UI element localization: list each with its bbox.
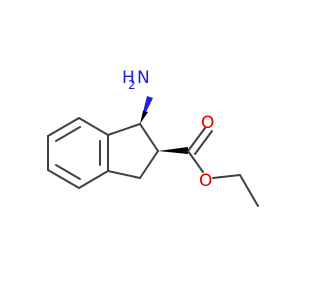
bond-ester-oxygen-ch2 xyxy=(212,174,241,179)
bond-carbonyl-1 xyxy=(187,127,206,152)
carbonyl-group xyxy=(187,127,213,155)
ester-oxygen-label: O xyxy=(199,171,212,191)
amine-hydrogen-label: H xyxy=(122,68,135,88)
bond-carbonyl-ester-oxygen xyxy=(187,150,204,173)
bond-ring-c6-c1 xyxy=(78,117,109,136)
bond-c6-c1prime xyxy=(107,123,141,136)
molecule-structure-diagram: H N 2 O O xyxy=(47,68,259,207)
amine-label: H N 2 xyxy=(122,68,150,92)
wedge-bond-carboxyl xyxy=(158,147,188,154)
bond-c2prime-c3prime xyxy=(139,150,159,179)
bond-ring-inner-2 xyxy=(55,164,81,180)
bond-ch2-ch3 xyxy=(239,174,259,207)
wedge-bond-amine-base xyxy=(140,111,148,124)
bond-carbonyl-2 xyxy=(194,130,213,155)
bond-ring-c1-c2 xyxy=(47,117,80,137)
bond-ring-inner-1 xyxy=(55,126,81,142)
cyclopentane-ring xyxy=(107,123,159,179)
benzene-ring xyxy=(47,117,109,189)
carbonyl-oxygen-label: O xyxy=(201,113,214,133)
bond-ring-c4-c5 xyxy=(78,170,109,189)
bond-ring-c3-c4 xyxy=(47,169,80,189)
bond-c1prime-c2prime xyxy=(139,123,159,152)
amine-subscript-label: 2 xyxy=(128,78,136,92)
bond-c3prime-c5 xyxy=(107,170,141,179)
amine-nitrogen-label: N xyxy=(137,68,150,88)
